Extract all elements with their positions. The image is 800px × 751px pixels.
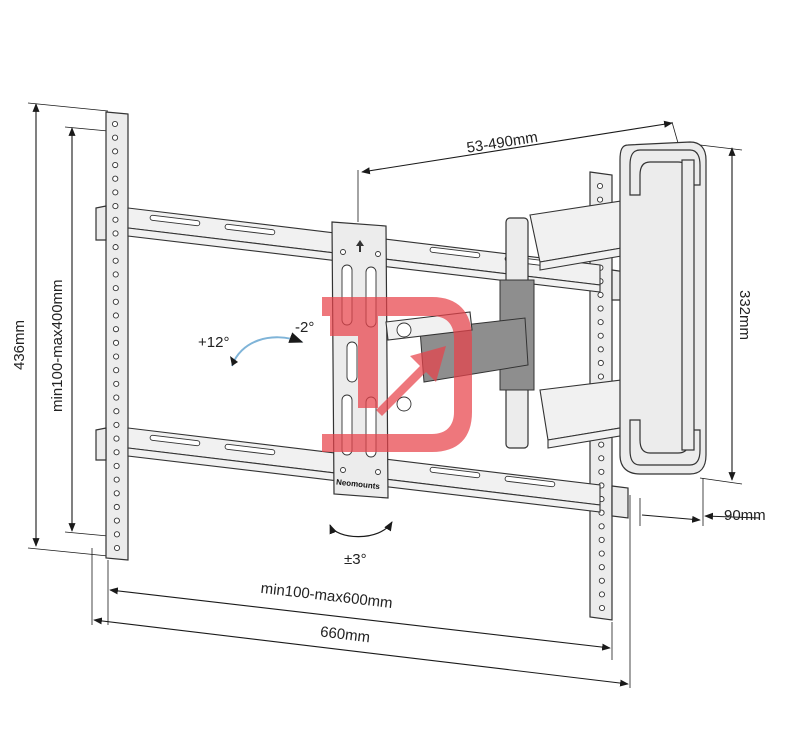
bracket-hole [112, 298, 119, 305]
bracket-hole [112, 230, 119, 237]
wall-plate [619, 141, 707, 475]
rotation-label: ±3° [344, 551, 367, 568]
bracket-hole [113, 408, 120, 415]
bracket-hole [597, 359, 604, 367]
extension-lines [27, 102, 743, 688]
bracket-hole [113, 476, 120, 483]
bracket-hole [598, 577, 605, 584]
watermark-logo [322, 297, 472, 452]
bracket-hole [112, 257, 119, 264]
bracket-hole [598, 468, 605, 475]
bracket-hole [112, 244, 119, 251]
bracket-hole [113, 462, 120, 469]
bracket-hole [112, 148, 119, 155]
horizontal-vesa-label: min100-max600mm [260, 580, 394, 612]
bracket-hole [111, 120, 119, 128]
bracket-hole [112, 189, 119, 196]
bracket-hole [113, 380, 120, 387]
bracket-hole [598, 536, 605, 543]
vertical-vesa-label: min100-max400mm [49, 279, 66, 412]
bracket-hole [598, 441, 605, 448]
height-total-label: 436mm [11, 320, 28, 370]
bracket-hole [598, 591, 605, 598]
bracket-hole [598, 523, 605, 530]
width-total-label: 660mm [319, 624, 371, 647]
bracket-hole [113, 544, 121, 552]
wall-depth-label: 90mm [724, 507, 766, 524]
bracket-hole [112, 285, 119, 292]
bracket-hole [112, 175, 119, 182]
bracket-hole [113, 517, 120, 524]
bracket-hole [112, 326, 120, 333]
bracket-hole [597, 373, 604, 380]
arm-extension-label: 53-490mm [465, 129, 538, 157]
bracket-hole [596, 182, 604, 190]
bracket-hole [112, 271, 119, 278]
bracket-hole [112, 203, 119, 210]
bracket-hole [113, 490, 120, 497]
bracket-hole [113, 531, 120, 538]
bracket-hole [113, 394, 120, 401]
wall-plate-height-label: 332mm [736, 290, 753, 340]
bracket-hole [113, 503, 120, 511]
tilt-arrow [230, 332, 304, 367]
bracket-hole [113, 421, 120, 428]
rotation-arrow [329, 521, 393, 538]
left-tv-bracket [95, 111, 129, 561]
bracket-hole [112, 161, 119, 169]
bracket-hole [598, 564, 605, 571]
bracket-hole [597, 291, 604, 298]
bracket-hole [112, 216, 119, 223]
bracket-hole [597, 319, 604, 326]
bracket-hole [597, 196, 604, 203]
bracket-hole [112, 339, 120, 346]
bracket-hole [598, 455, 605, 462]
bracket-hole [112, 312, 119, 319]
bracket-hole [113, 449, 120, 456]
dimension-arrows [32, 103, 761, 687]
bracket-hole [113, 353, 120, 360]
bracket-hole [598, 550, 605, 557]
bracket-hole [113, 435, 120, 442]
bracket-hole [597, 305, 604, 312]
tilt-down-label: -2° [295, 319, 314, 336]
bracket-hole [113, 367, 120, 374]
bracket-hole [597, 332, 604, 339]
bracket-hole [112, 134, 119, 141]
bracket-hole [598, 604, 606, 612]
tilt-up-label: +12° [198, 334, 229, 351]
bracket-hole [597, 346, 604, 353]
